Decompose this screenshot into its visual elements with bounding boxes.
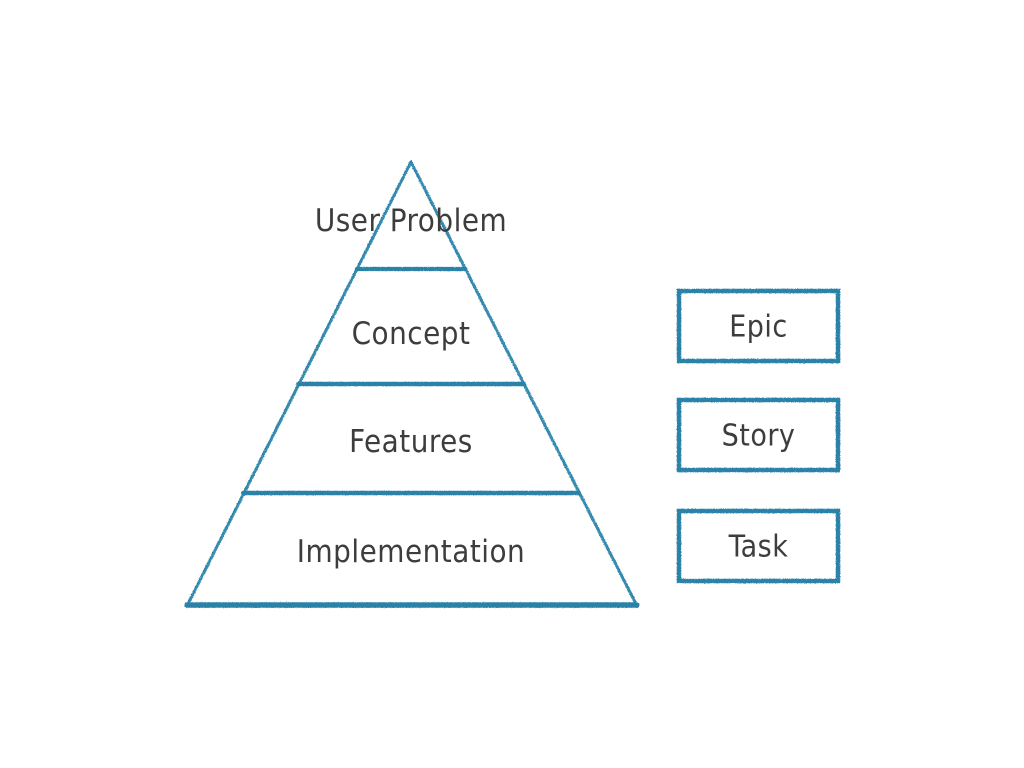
box-story (676, 397, 841, 473)
pyramid-dividers (184, 266, 640, 608)
pyramid-tier-user-problem[interactable] (357, 162, 465, 269)
box-task-clickable[interactable] (679, 511, 838, 581)
box-epic (676, 288, 841, 364)
box-story-clickable[interactable] (679, 400, 838, 470)
side-boxes (676, 288, 841, 584)
pyramid-tier-implementation[interactable] (186, 493, 636, 606)
pyramid-tier-label-concept: Concept (351, 316, 471, 352)
pyramid-tier-features[interactable] (243, 384, 578, 493)
box-epic-clickable[interactable] (679, 291, 838, 361)
box-label-epic: Epic (729, 309, 788, 345)
pyramid-tier-label-implementation: Implementation (296, 534, 526, 570)
box-label-story: Story (721, 418, 796, 454)
box-label-task: Task (728, 529, 789, 565)
pyramid-tier-label-user-problem: User Problem (314, 203, 508, 239)
pyramid-tier-label-features: Features (349, 424, 473, 460)
box-task (676, 508, 841, 584)
pyramid-tier-concept[interactable] (299, 269, 524, 384)
